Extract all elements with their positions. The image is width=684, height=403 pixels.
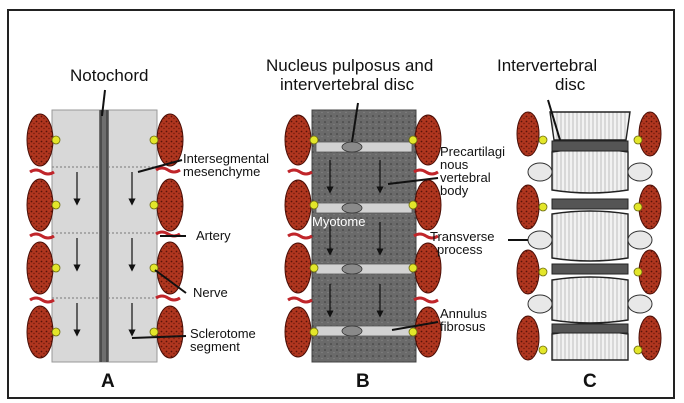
- label-intervertebral-disc-line1: Intervertebral: [497, 57, 597, 74]
- label-nucleus-pulposus-line2: intervertebral disc: [280, 76, 414, 93]
- label-annulus-fibrosus-line2: fibrosus: [440, 320, 486, 333]
- label-nerve: Nerve: [193, 286, 228, 299]
- label-notochord: Notochord: [70, 67, 148, 84]
- label-intervertebral-disc-line2: disc: [555, 76, 585, 93]
- label-intersegmental-line2: mesenchyme: [183, 165, 260, 178]
- label-transverse-process-line2: process: [437, 243, 483, 256]
- label-myotome: Myotome: [312, 215, 365, 228]
- label-artery: Artery: [196, 229, 231, 242]
- label-sclerotome-line2: segment: [190, 340, 240, 353]
- panel-label-a: A: [101, 372, 115, 391]
- label-nucleus-pulposus-line1: Nucleus pulposus and: [266, 57, 433, 74]
- panel-label-b: B: [356, 372, 370, 391]
- panel-label-c: C: [583, 372, 597, 391]
- label-precartilaginous-line4: body: [440, 184, 468, 197]
